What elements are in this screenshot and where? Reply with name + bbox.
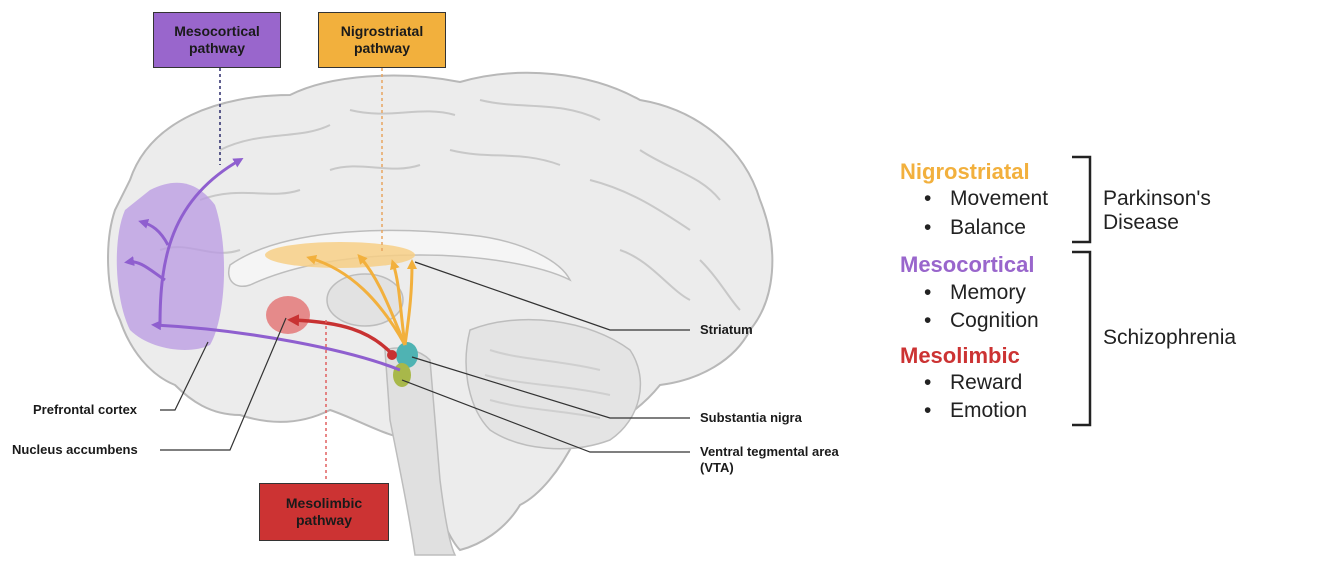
label-vta: Ventral tegmental area (VTA) <box>700 444 839 476</box>
legend-item: Emotion <box>950 399 1027 423</box>
vta-region <box>393 363 411 387</box>
mesolimbic-origin <box>387 350 397 360</box>
label-striatum: Striatum <box>700 322 753 338</box>
mesocortical-pathway-box: Mesocortical pathway <box>153 12 281 68</box>
nigrostriatal-pathway-box: Nigrostriatal pathway <box>318 12 446 68</box>
label-substantia-nigra: Substantia nigra <box>700 410 802 426</box>
disease-parkinsons: Parkinson's Disease <box>1103 187 1211 235</box>
legend-item: Movement <box>950 187 1048 211</box>
label-prefrontal-cortex: Prefrontal cortex <box>33 402 137 418</box>
legend-brackets <box>1072 157 1090 425</box>
legend-title-mesocortical: Mesocortical <box>900 252 1035 278</box>
disease-schizophrenia: Schizophrenia <box>1103 326 1236 350</box>
legend-item: Cognition <box>950 309 1039 333</box>
mesolimbic-pathway-box: Mesolimbic pathway <box>259 483 389 541</box>
legend-title-mesolimbic: Mesolimbic <box>900 343 1020 369</box>
legend-item: Memory <box>950 281 1026 305</box>
legend-item: Balance <box>950 216 1026 240</box>
legend-title-nigrostriatal: Nigrostriatal <box>900 159 1030 185</box>
nucleus-accumbens-region <box>266 296 310 334</box>
legend-item: Reward <box>950 371 1022 395</box>
label-nucleus-accumbens: Nucleus accumbens <box>12 442 138 458</box>
